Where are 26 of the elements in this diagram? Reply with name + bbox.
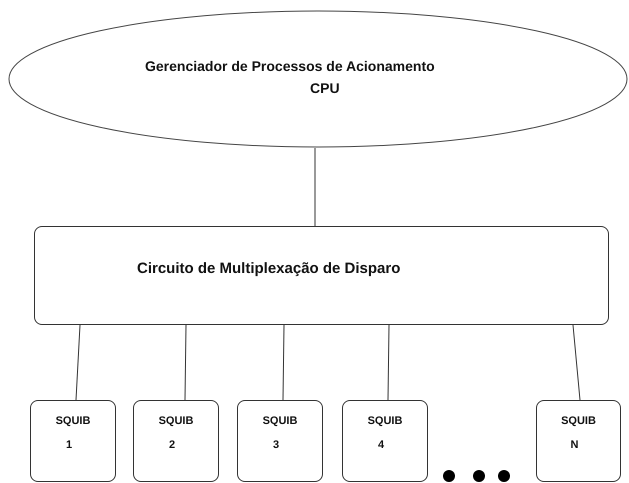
node-label: Circuito de Multiplexação de Disparo bbox=[137, 260, 400, 277]
squib-box bbox=[237, 400, 323, 482]
node-label: SQUIB bbox=[54, 415, 92, 427]
node-label: 1 bbox=[64, 439, 74, 451]
node-label: SQUIB bbox=[366, 415, 404, 427]
connector-line bbox=[388, 324, 390, 400]
node-label: SQUIB bbox=[158, 415, 194, 427]
node-label: CPU bbox=[310, 80, 340, 96]
node-label: 2 bbox=[168, 439, 176, 451]
connector-line bbox=[76, 324, 80, 400]
node-label: SQUIB bbox=[262, 415, 298, 427]
node-label: 4 bbox=[376, 439, 386, 451]
node-label: N bbox=[570, 439, 580, 451]
connector-line bbox=[184, 324, 186, 400]
squib-box bbox=[30, 400, 116, 482]
squib-box bbox=[342, 400, 428, 482]
node-label: Gerenciador de Processos de Acionamento bbox=[145, 58, 435, 74]
node-label: 3 bbox=[272, 439, 280, 451]
squib-box bbox=[133, 400, 219, 482]
process-box bbox=[34, 226, 609, 325]
connector-line bbox=[282, 324, 284, 400]
connector-line bbox=[314, 148, 316, 226]
process-ellipse bbox=[8, 10, 628, 148]
squib-box bbox=[536, 400, 621, 482]
connector-line bbox=[572, 324, 580, 400]
node-label: SQUIB bbox=[560, 415, 597, 427]
